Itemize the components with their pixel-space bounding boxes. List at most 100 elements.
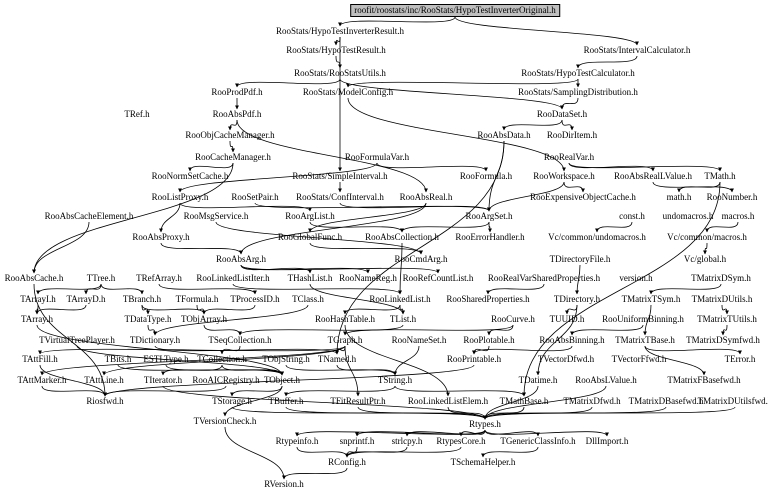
node-roo-name-reg[interactable]: RooNameReg.h: [339, 273, 397, 283]
node-tschema-helper[interactable]: TSchemaHelper.h: [450, 457, 516, 467]
node-roo-abs-arg[interactable]: RooAbsArg.h: [215, 254, 267, 264]
node-roo-list-proxy[interactable]: RooListProxy.h: [151, 192, 209, 202]
node-roo-stats-utils[interactable]: RooStats/RooStatsUtils.h: [294, 68, 386, 78]
node-tarray-d[interactable]: TArrayD.h: [66, 294, 106, 304]
node-roo-abs-real[interactable]: RooAbsReal.h: [399, 192, 453, 202]
node-roo-error-handler[interactable]: RooErrorHandler.h: [455, 232, 525, 242]
node-rtypeinfo[interactable]: Rtypeinfo.h: [275, 436, 319, 446]
node-tmatrix-d-utils[interactable]: TMatrixDUtils.h: [691, 294, 753, 304]
node-tstorage[interactable]: TStorage.h: [212, 396, 252, 406]
node-tgraph[interactable]: TGraph.h: [327, 335, 363, 345]
node-tvector-f-fwd[interactable]: TVectorFfwd.h: [611, 354, 667, 364]
node-tmatrix-f-base-fwd[interactable]: TMatrixFBasefwd.h: [667, 375, 741, 385]
node-tbuffer[interactable]: TBuffer.h: [268, 396, 304, 406]
node-interval-calculator[interactable]: RooStats/IntervalCalculator.h: [583, 45, 691, 55]
node-roo-workspace[interactable]: RooWorkspace.h: [533, 171, 595, 181]
node-tdirectory[interactable]: TDirectory.h: [553, 294, 601, 304]
node-tmatrix-t-base[interactable]: TMatrixTBase.h: [615, 335, 675, 345]
node-undomacros[interactable]: undomacros.h: [662, 211, 714, 221]
node-roo-curve[interactable]: RooCurve.h: [491, 314, 535, 324]
node-roo-cache-manager[interactable]: RooCacheManager.h: [195, 152, 271, 162]
node-roo-global-func[interactable]: RooGlobalFunc.h: [277, 232, 343, 242]
node-roo-abs-real-lvalue[interactable]: RooAbsRealLValue.h: [614, 171, 692, 181]
node-roo-shared-properties[interactable]: RooSharedProperties.h: [446, 294, 530, 304]
node-roo-arg-set[interactable]: RooArgSet.h: [465, 211, 513, 221]
node-hypo-test-calculator[interactable]: RooStats/HypoTestCalculator.h: [521, 68, 635, 78]
node-roo-formula[interactable]: RooFormula.h: [459, 171, 513, 181]
node-roo-arg-list[interactable]: RooArgList.h: [285, 211, 335, 221]
node-tmath-base[interactable]: TMathBase.h: [499, 396, 549, 406]
node-tobj-string[interactable]: TObjString.h: [262, 354, 310, 364]
node-terror[interactable]: TError.h: [724, 354, 756, 364]
node-roo-prod-pdf[interactable]: RooProdPdf.h: [211, 87, 263, 97]
node-tmath[interactable]: TMath.h: [704, 171, 736, 181]
node-tseq-collection[interactable]: TSeqCollection.h: [208, 335, 272, 345]
node-tatt-fill[interactable]: TAttFill.h: [22, 354, 58, 364]
node-roo-obj-cache-manager[interactable]: RooObjCacheManager.h: [185, 130, 275, 140]
node-roo-abs-pdf[interactable]: RooAbsPdf.h: [212, 109, 262, 119]
node-riosfwd[interactable]: Riosfwd.h: [86, 396, 124, 406]
node-tfit-result-ptr[interactable]: TFitResultPtr.h: [330, 396, 386, 406]
node-tmatrix-d-utils-fwd[interactable]: TMatrixDUtilsfwd.h: [697, 396, 768, 406]
node-roo-abs-proxy[interactable]: RooAbsProxy.h: [132, 232, 190, 242]
node-tobj-array[interactable]: TObjArray.h: [181, 314, 227, 324]
node-tmatrix-d-sym[interactable]: TMatrixDSym.h: [691, 273, 751, 283]
node-roo-linked-list-elem[interactable]: RooLinkedListElem.h: [407, 396, 489, 406]
node-tdirectory-file[interactable]: TDirectoryFile.h: [549, 254, 611, 264]
node-estl-type[interactable]: ESTLType.h: [143, 354, 189, 364]
node-vc-macros[interactable]: Vc/common/macros.h: [667, 232, 747, 242]
node-hypo-test-result[interactable]: RooStats/HypoTestResult.h: [286, 45, 386, 55]
node-roo-abs-lvalue[interactable]: RooAbsLValue.h: [575, 375, 637, 385]
node-tbranch[interactable]: TBranch.h: [122, 294, 162, 304]
node-roo-abs-collection[interactable]: RooAbsCollection.h: [365, 232, 439, 242]
node-roo-abs-cache-element[interactable]: RooAbsCacheElement.h: [44, 211, 134, 221]
node-roo-msg-service[interactable]: RooMsgService.h: [183, 211, 249, 221]
node-roo-cmd-arg[interactable]: RooCmdArg.h: [394, 254, 448, 264]
node-sampling-distribution[interactable]: RooStats/SamplingDistribution.h: [518, 87, 638, 97]
node-roo-real-var-shared-properties[interactable]: RooRealVarSharedProperties.h: [487, 273, 601, 283]
node-strlcpy[interactable]: strlcpy.h: [391, 436, 423, 446]
node-tbits[interactable]: TBits.h: [104, 354, 132, 364]
node-tvector-d-fwd[interactable]: TVectorDfwd.h: [537, 354, 595, 364]
node-roo-set-pair[interactable]: RooSetPair.h: [231, 192, 279, 202]
node-tclass[interactable]: TClass.h: [292, 294, 324, 304]
node-tmatrix-d-fwd[interactable]: TMatrixDfwd.h: [563, 396, 621, 406]
node-math[interactable]: math.h: [666, 192, 692, 202]
node-roo-norm-set-cache[interactable]: RooNormSetCache.h: [151, 171, 229, 181]
node-roo-uniform-binning[interactable]: RooUniformBinning.h: [602, 314, 684, 324]
root-header-node[interactable]: roofit/roostats/inc/RooStats/HypoTestInv…: [350, 4, 560, 17]
node-vc-undomacros[interactable]: Vc/common/undomacros.h: [548, 232, 646, 242]
node-roo-expensive-object-cache[interactable]: RooExpensiveObjectCache.h: [530, 192, 636, 202]
node-roo-plotable[interactable]: RooPlotable.h: [463, 335, 515, 345]
node-snprintf[interactable]: snprintf.h: [339, 436, 375, 446]
node-dll-import[interactable]: DllImport.h: [585, 436, 629, 446]
node-roo-abs-cache[interactable]: RooAbsCache.h: [4, 273, 64, 283]
node-hypo-test-inverter-result[interactable]: RooStats/HypoTestInverterResult.h: [275, 26, 405, 36]
node-tmatrix-t-utils[interactable]: TMatrixTUtils.h: [697, 314, 757, 324]
node-roo-linked-list[interactable]: RooLinkedList.h: [369, 294, 431, 304]
node-rtypes[interactable]: Rtypes.h: [469, 419, 501, 429]
node-macros[interactable]: macros.h: [721, 211, 755, 221]
node-tarray[interactable]: TArray.h: [21, 314, 53, 324]
node-tcollection[interactable]: TCollection.h: [197, 354, 247, 364]
node-roo-real-var[interactable]: RooRealVar.h: [543, 152, 595, 162]
node-const[interactable]: const.h: [619, 211, 645, 221]
node-tdata-type[interactable]: TDataType.h: [124, 314, 172, 324]
node-roo-number[interactable]: RooNumber.h: [706, 192, 758, 202]
node-roo-abs-data[interactable]: RooAbsData.h: [477, 130, 531, 140]
node-tvirtual-tree-player[interactable]: TVirtualTreePlayer.h: [39, 335, 115, 345]
node-roo-hash-table[interactable]: RooHashTable.h: [314, 314, 376, 324]
node-vc-global[interactable]: Vc/global.h: [683, 254, 727, 264]
node-tdatime[interactable]: TDatime.h: [518, 375, 558, 385]
node-ttree[interactable]: TTree.h: [86, 273, 116, 283]
node-thash-list[interactable]: THashList.h: [287, 273, 333, 283]
node-rconfig[interactable]: RConfig.h: [328, 457, 366, 467]
node-tobject[interactable]: TObject.h: [263, 375, 301, 385]
node-tref-array[interactable]: TRefArray.h: [136, 273, 182, 283]
node-roo-aic-registry[interactable]: RooAICRegistry.h: [192, 375, 260, 385]
node-tprocess-id[interactable]: TProcessID.h: [230, 294, 280, 304]
node-tref[interactable]: TRef.h: [124, 109, 150, 119]
node-roo-data-set[interactable]: RooDataSet.h: [536, 109, 588, 119]
node-conf-interval[interactable]: RooStats/ConfInterval.h: [296, 192, 384, 202]
node-rversion[interactable]: RVersion.h: [264, 479, 304, 489]
